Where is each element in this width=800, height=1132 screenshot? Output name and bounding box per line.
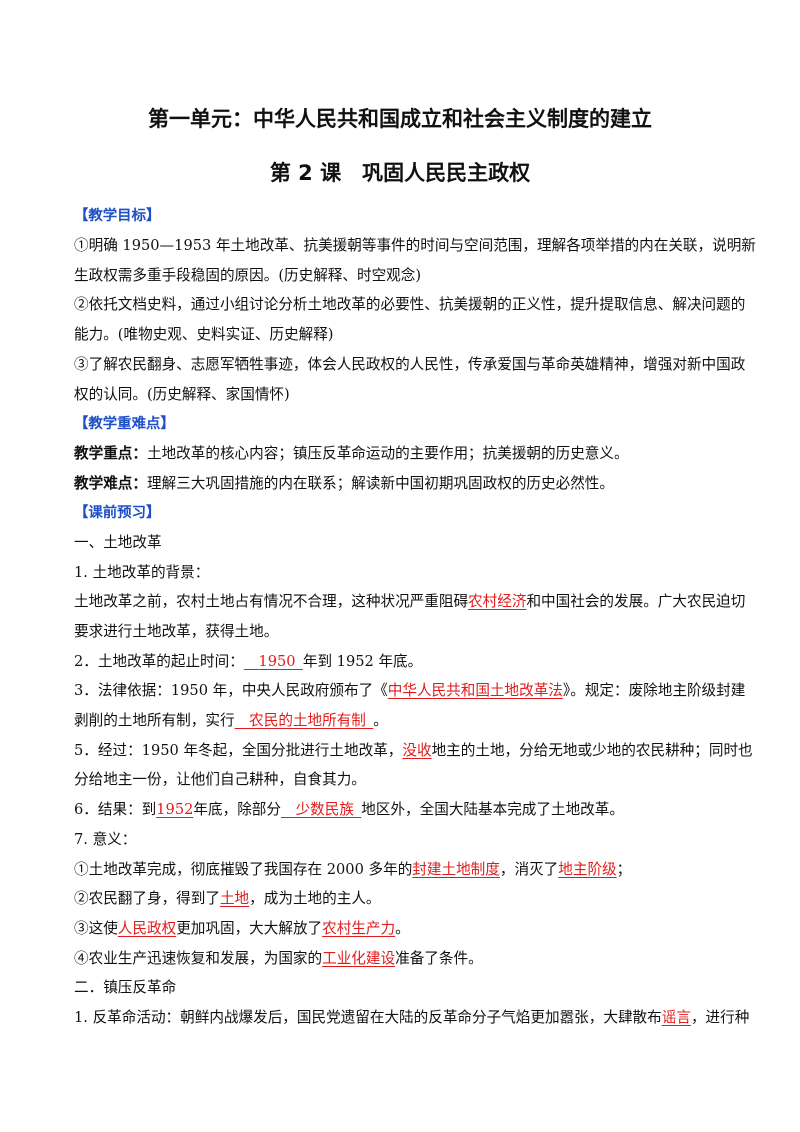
item-5-line-1: 5．经过：1950 年冬起，全国分批进行土地改革，没收地主的土地，分给无地或少地… bbox=[74, 741, 753, 761]
item-7-label: 7. 意义： bbox=[74, 831, 137, 848]
section-heading-goals: 【教学目标】 bbox=[74, 208, 161, 224]
text: 年底，除部分 bbox=[193, 801, 281, 818]
text: ③这使 bbox=[74, 920, 118, 937]
difficulty-label: 教学难点： bbox=[74, 475, 147, 492]
answer-blank: 封建土地制度 bbox=[412, 861, 500, 878]
text: 6．结果：到 bbox=[74, 801, 157, 818]
goal-3-line-2: 权的认同。(历史解释、家国情怀) bbox=[74, 386, 290, 403]
answer-blank: 少数民族 bbox=[281, 801, 361, 818]
answer-blank: 没收 bbox=[402, 742, 432, 759]
answer-blank: 地主阶级 bbox=[558, 861, 617, 878]
answer-blank: 农民的土地所有制 bbox=[235, 712, 374, 729]
goal-2-line-2: 能力。(唯物史观、史料实证、历史解释) bbox=[74, 326, 334, 343]
text: 土地改革之前，农村土地占有情况不合理，这种状况严重阻碍 bbox=[74, 593, 469, 610]
answer-text: 农民的土地所有制 bbox=[249, 712, 366, 729]
item-3-line-1: 3．法律依据：1950 年，中央人民政府颁布了《中华人民共和国土地改革法》。规定… bbox=[74, 681, 745, 701]
answer-blank: 工业化建设 bbox=[322, 950, 396, 967]
text: ，进行种 bbox=[690, 1009, 750, 1026]
meaning-1: ①土地改革完成，彻底摧毁了我国存在 2000 多年的封建土地制度，消灭了地主阶级… bbox=[74, 860, 734, 880]
text: 2．土地改革的起止时间： bbox=[74, 653, 244, 670]
item-1-label: 1. 土地改革的背景： bbox=[74, 564, 210, 581]
answer-blank: 谣言 bbox=[661, 1009, 691, 1026]
goal-2-line-1: ②依托文档史料，通过小组讨论分析土地改革的必要性、抗美援朝的正义性，提升提取信息… bbox=[74, 296, 746, 313]
teaching-difficulty: 教学难点：理解三大巩固措施的内在联系；解读新中国初期巩固政权的历史必然性。 bbox=[74, 474, 734, 494]
text: 地区外，全国大陆基本完成了土地改革。 bbox=[361, 801, 624, 818]
text: 更加巩固，大大解放了 bbox=[176, 920, 323, 937]
text: 3．法律依据：1950 年，中央人民政府颁布了《 bbox=[74, 682, 388, 699]
goal-1-line-1: ①明确 1950—1953 年土地改革、抗美援朝等事件的时间与空间范围，理解各项… bbox=[74, 237, 756, 254]
item-1-line-1: 土地改革之前，农村土地占有情况不合理，这种状况严重阻碍农村经济和中国社会的发展。… bbox=[74, 592, 745, 612]
subsection-land-reform: 一、土地改革 bbox=[74, 534, 162, 551]
section-heading-preview: 【课前预习】 bbox=[74, 505, 161, 521]
text: 地主的土地，分给无地或少地的农民耕种；同时也 bbox=[431, 742, 753, 759]
text: 剥削的土地所有制，实行 bbox=[74, 712, 235, 729]
difficulty-text: 理解三大巩固措施的内在联系；解读新中国初期巩固政权的历史必然性。 bbox=[146, 475, 614, 492]
text: 。 bbox=[373, 712, 388, 729]
unit-title: 第一单元：中华人民共和国成立和社会主义制度的建立 bbox=[148, 107, 652, 131]
text: 准备了条件。 bbox=[395, 950, 483, 967]
text: ，消灭了 bbox=[499, 861, 559, 878]
answer-blank: 农村经济 bbox=[468, 593, 527, 610]
item-6: 6．结果：到1952年底，除部分 少数民族 地区外，全国大陆基本完成了土地改革。 bbox=[74, 800, 734, 820]
text: ②农民翻了身，得到了 bbox=[74, 890, 220, 907]
answer-blank: 农村生产力 bbox=[322, 920, 396, 937]
text: ； bbox=[616, 861, 632, 878]
meaning-2: ②农民翻了身，得到了土地，成为土地的主人。 bbox=[74, 889, 734, 909]
text: 5．经过：1950 年冬起，全国分批进行土地改革， bbox=[74, 742, 403, 759]
item-3-line-2: 剥削的土地所有制，实行 农民的土地所有制 。 bbox=[74, 711, 734, 731]
goal-1-line-2: 生政权需多重手段稳固的原因。(历史解释、时空观念) bbox=[74, 267, 422, 284]
answer-blank: 1952 bbox=[156, 801, 194, 818]
answer-blank: 土地 bbox=[219, 890, 250, 907]
subsection-suppress-counterrevolution: 二．镇压反革命 bbox=[74, 979, 177, 996]
item-counterrevolution-1: 1. 反革命活动：朝鲜内战爆发后，国民党遗留在大陆的反革命分子气焰更加嚣张，大肆… bbox=[74, 1008, 749, 1028]
focus-label: 教学重点： bbox=[74, 445, 147, 462]
text: ④农业生产迅速恢复和发展，为国家的 bbox=[74, 950, 323, 967]
text: ，成为土地的主人。 bbox=[249, 890, 381, 907]
item-1-line-2: 要求进行土地改革，获得土地。 bbox=[74, 623, 279, 640]
goal-3-line-1: ③了解农民翻身、志愿军牺牲事迹，体会人民政权的人民性，传承爱国与革命英雄精神，增… bbox=[74, 356, 746, 373]
answer-blank: 中华人民共和国土地改革法 bbox=[387, 682, 563, 699]
focus-text: 土地改革的核心内容；镇压反革命运动的主要作用；抗美援朝的历史意义。 bbox=[146, 445, 629, 462]
answer-text: 1950 bbox=[258, 653, 296, 670]
text: ①土地改革完成，彻底摧毁了我国存在 2000 多年的 bbox=[74, 861, 413, 878]
meaning-4: ④农业生产迅速恢复和发展，为国家的工业化建设准备了条件。 bbox=[74, 949, 734, 969]
item-5-line-2: 分给地主一份，让他们自己耕种，自食其力。 bbox=[74, 771, 366, 788]
text: 》。规定：废除地主阶级封建 bbox=[562, 682, 746, 699]
answer-text: 少数民族 bbox=[295, 801, 354, 818]
text: 和中国社会的发展。广大农民迫切 bbox=[526, 593, 746, 610]
text: 1. 反革命活动：朝鲜内战爆发后，国民党遗留在大陆的反革命分子气焰更加嚣张，大肆… bbox=[74, 1009, 662, 1026]
answer-blank: 人民政权 bbox=[117, 920, 177, 937]
text: 。 bbox=[395, 920, 410, 937]
teaching-focus: 教学重点：土地改革的核心内容；镇压反革命运动的主要作用；抗美援朝的历史意义。 bbox=[74, 444, 734, 464]
text: 年到 1952 年底。 bbox=[302, 653, 423, 670]
answer-blank: 1950 bbox=[244, 653, 303, 670]
section-heading-keypoints: 【教学重难点】 bbox=[74, 416, 175, 432]
lesson-title: 第 2 课 巩固人民民主政权 bbox=[269, 161, 531, 185]
meaning-3: ③这使人民政权更加巩固，大大解放了农村生产力。 bbox=[74, 919, 734, 939]
item-2: 2．土地改革的起止时间： 1950 年到 1952 年底。 bbox=[74, 652, 734, 672]
